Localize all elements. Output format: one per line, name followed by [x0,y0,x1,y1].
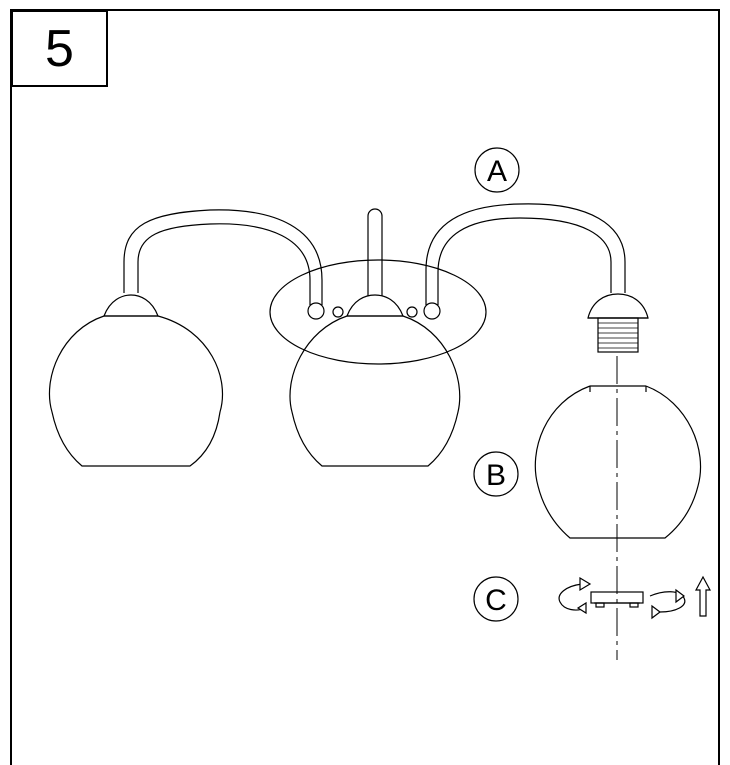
rotate-left-arrow-icon [558,576,592,615]
center-stem [367,208,383,296]
plate-screw-left [332,306,344,318]
step-number-box: 5 [11,10,108,87]
up-arrow-icon [694,575,712,617]
label-a-circle [474,147,520,193]
label-b: B [486,459,506,492]
left-lamp [48,294,224,467]
step-number: 5 [45,19,74,78]
ring-nut [590,591,644,608]
right-lamp-holder [587,293,649,353]
label-b-circle [473,451,519,497]
glass-shade [534,385,702,539]
label-c: C [485,584,507,617]
threaded-socket [597,317,639,353]
right-arm [423,203,626,320]
left-arm [123,209,325,320]
label-c-circle [473,576,519,622]
back-plate [269,259,487,365]
label-a: A [487,155,507,188]
plate-screw-right [406,306,418,318]
rotate-right-arrow-icon [649,588,686,620]
page-border [10,9,720,765]
center-lamp [289,294,461,467]
